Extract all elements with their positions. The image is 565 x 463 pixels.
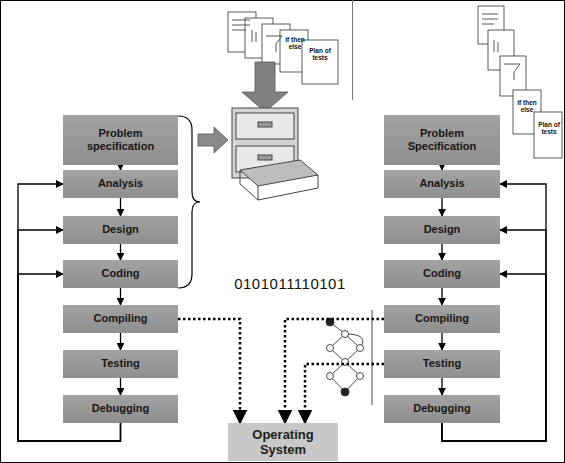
box-label: Design (102, 223, 139, 236)
process-box: Analysis (63, 170, 178, 198)
flow-arrow (120, 198, 121, 216)
process-box: Analysis (384, 170, 500, 198)
process-box: Problem Specification (384, 115, 500, 165)
flow-arrow (441, 378, 442, 395)
box-label: Analysis (98, 177, 143, 190)
box-label: Debugging (413, 402, 470, 415)
process-box: Debugging (384, 395, 500, 423)
box-label: Testing (101, 357, 139, 370)
process-box: Design (384, 216, 500, 244)
box-label: Operating System (234, 427, 332, 457)
document-text: if then else (516, 100, 538, 114)
document-text: Plan of tests (536, 122, 562, 136)
box-label: Compiling (94, 312, 148, 325)
binary-code: 0101011110101 (210, 275, 370, 292)
flow-arrow (120, 333, 121, 350)
box-label: Compiling (415, 312, 469, 325)
process-box: Compiling (63, 305, 178, 333)
flow-arrow (120, 288, 121, 305)
process-box: Problem specification (63, 115, 178, 165)
dotted-connector (305, 364, 384, 423)
flow-arrow (120, 244, 121, 260)
flow-arrow (441, 333, 442, 350)
box-label: Coding (423, 267, 461, 280)
process-box: Testing (384, 350, 500, 378)
dotted-connector (178, 319, 240, 423)
process-box: Coding (384, 260, 500, 288)
box-label: Problem Specification (390, 127, 494, 153)
box-label: Problem specification (69, 127, 172, 153)
dotted-connector (285, 319, 384, 423)
box-label: Analysis (419, 177, 464, 190)
document-text: Plan of tests (304, 48, 336, 62)
box-label: Testing (423, 357, 461, 370)
process-box: Design (63, 216, 178, 244)
process-box: Compiling (384, 305, 500, 333)
box-label: Debugging (92, 402, 149, 415)
document-text: if then else (284, 37, 306, 51)
flow-arrow (441, 288, 442, 305)
process-box: Coding (63, 260, 178, 288)
flow-arrow (441, 244, 442, 260)
system-box: Operating System (228, 423, 338, 461)
process-box: Testing (63, 350, 178, 378)
process-box: Debugging (63, 395, 178, 423)
box-label: Coding (102, 267, 140, 280)
flow-arrow (120, 378, 121, 395)
flow-arrow (441, 198, 442, 216)
box-label: Design (424, 223, 461, 236)
